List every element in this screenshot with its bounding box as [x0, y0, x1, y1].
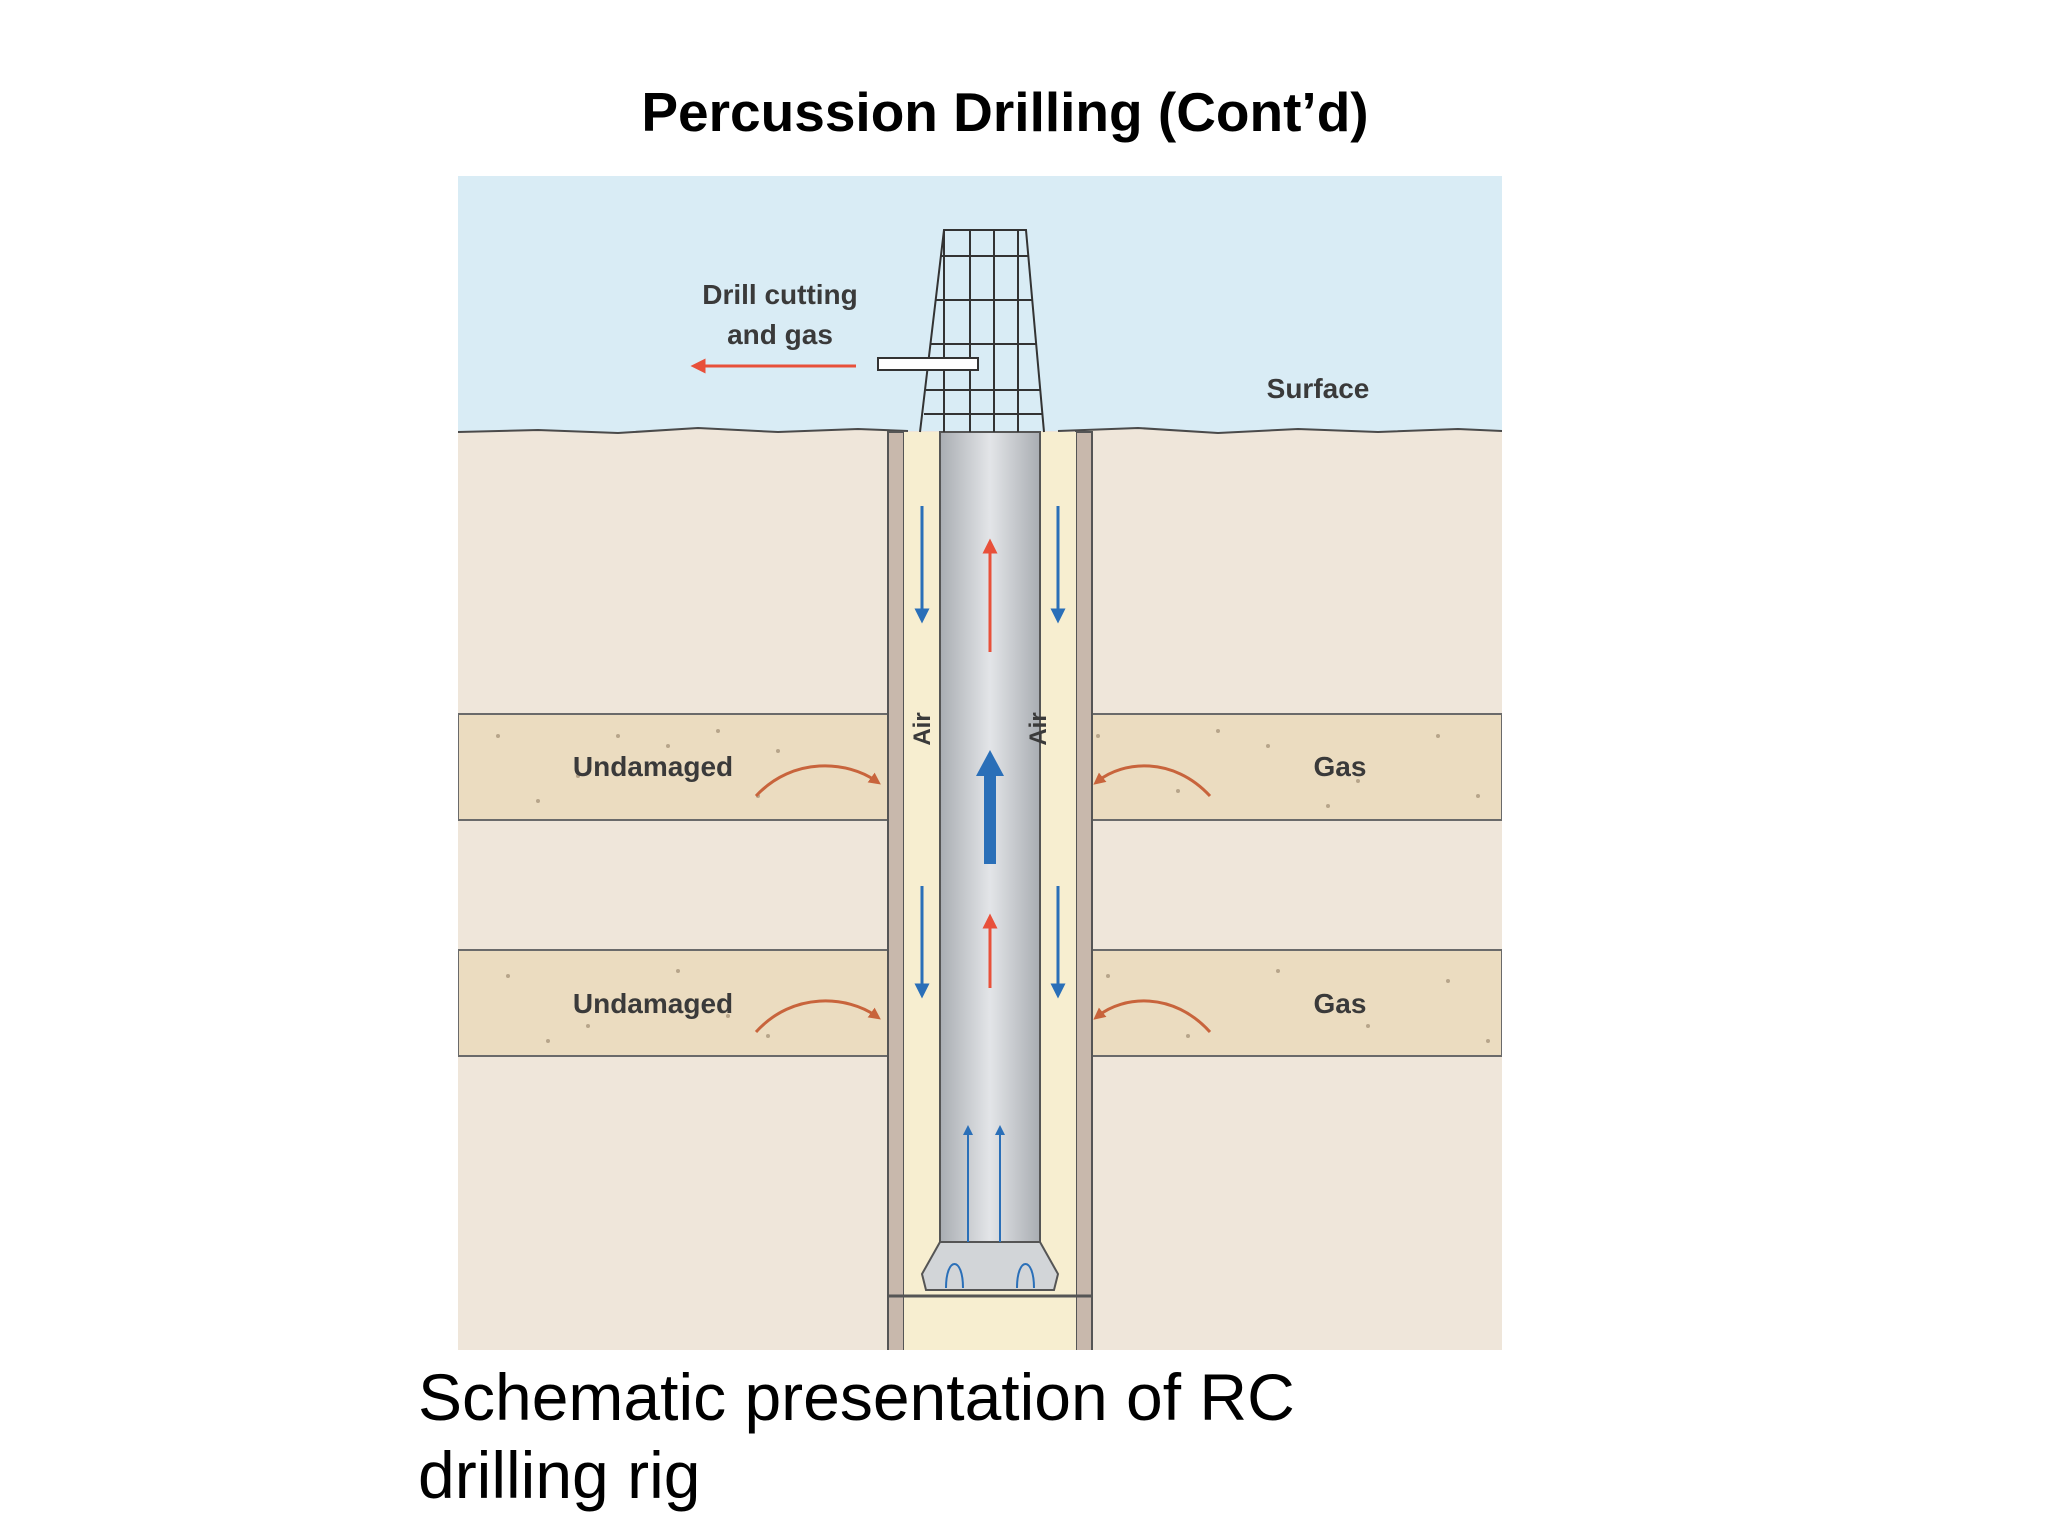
- gas-inflow-arrow: [754, 764, 881, 798]
- surface-line: [458, 426, 1502, 435]
- drill-rig: [877, 229, 1045, 433]
- gas-inflow-arrow: [754, 999, 881, 1034]
- casing-left-wall: [887, 431, 905, 1350]
- label-undamaged-upper: Undamaged: [573, 751, 733, 782]
- slide-title: Percussion Drilling (Cont’d): [641, 81, 1369, 143]
- label-and-gas: and gas: [727, 319, 833, 350]
- label-gas-upper: Gas: [1314, 751, 1367, 782]
- label-undamaged-lower: Undamaged: [573, 988, 733, 1019]
- label-surface: Surface: [1267, 373, 1370, 404]
- label-gas-lower: Gas: [1314, 988, 1367, 1019]
- slide-caption: Schematic presentation of RC drilling ri…: [418, 1360, 1295, 1512]
- main-flow-arrowhead: [976, 750, 1004, 776]
- rc-drilling-diagram: Drill cutting and gas Surface Air Air Un…: [458, 176, 1502, 1350]
- casing-right-wall: [1075, 431, 1093, 1350]
- label-drill-cutting: Drill cutting: [702, 279, 858, 310]
- label-air-left: Air: [909, 712, 936, 745]
- gas-inflow-arrow: [1093, 764, 1212, 798]
- gas-inflow-arrow: [1093, 999, 1212, 1034]
- formation-speckles: [496, 729, 1490, 1043]
- drill-bit: [920, 1241, 1060, 1291]
- label-air-right: Air: [1025, 712, 1052, 745]
